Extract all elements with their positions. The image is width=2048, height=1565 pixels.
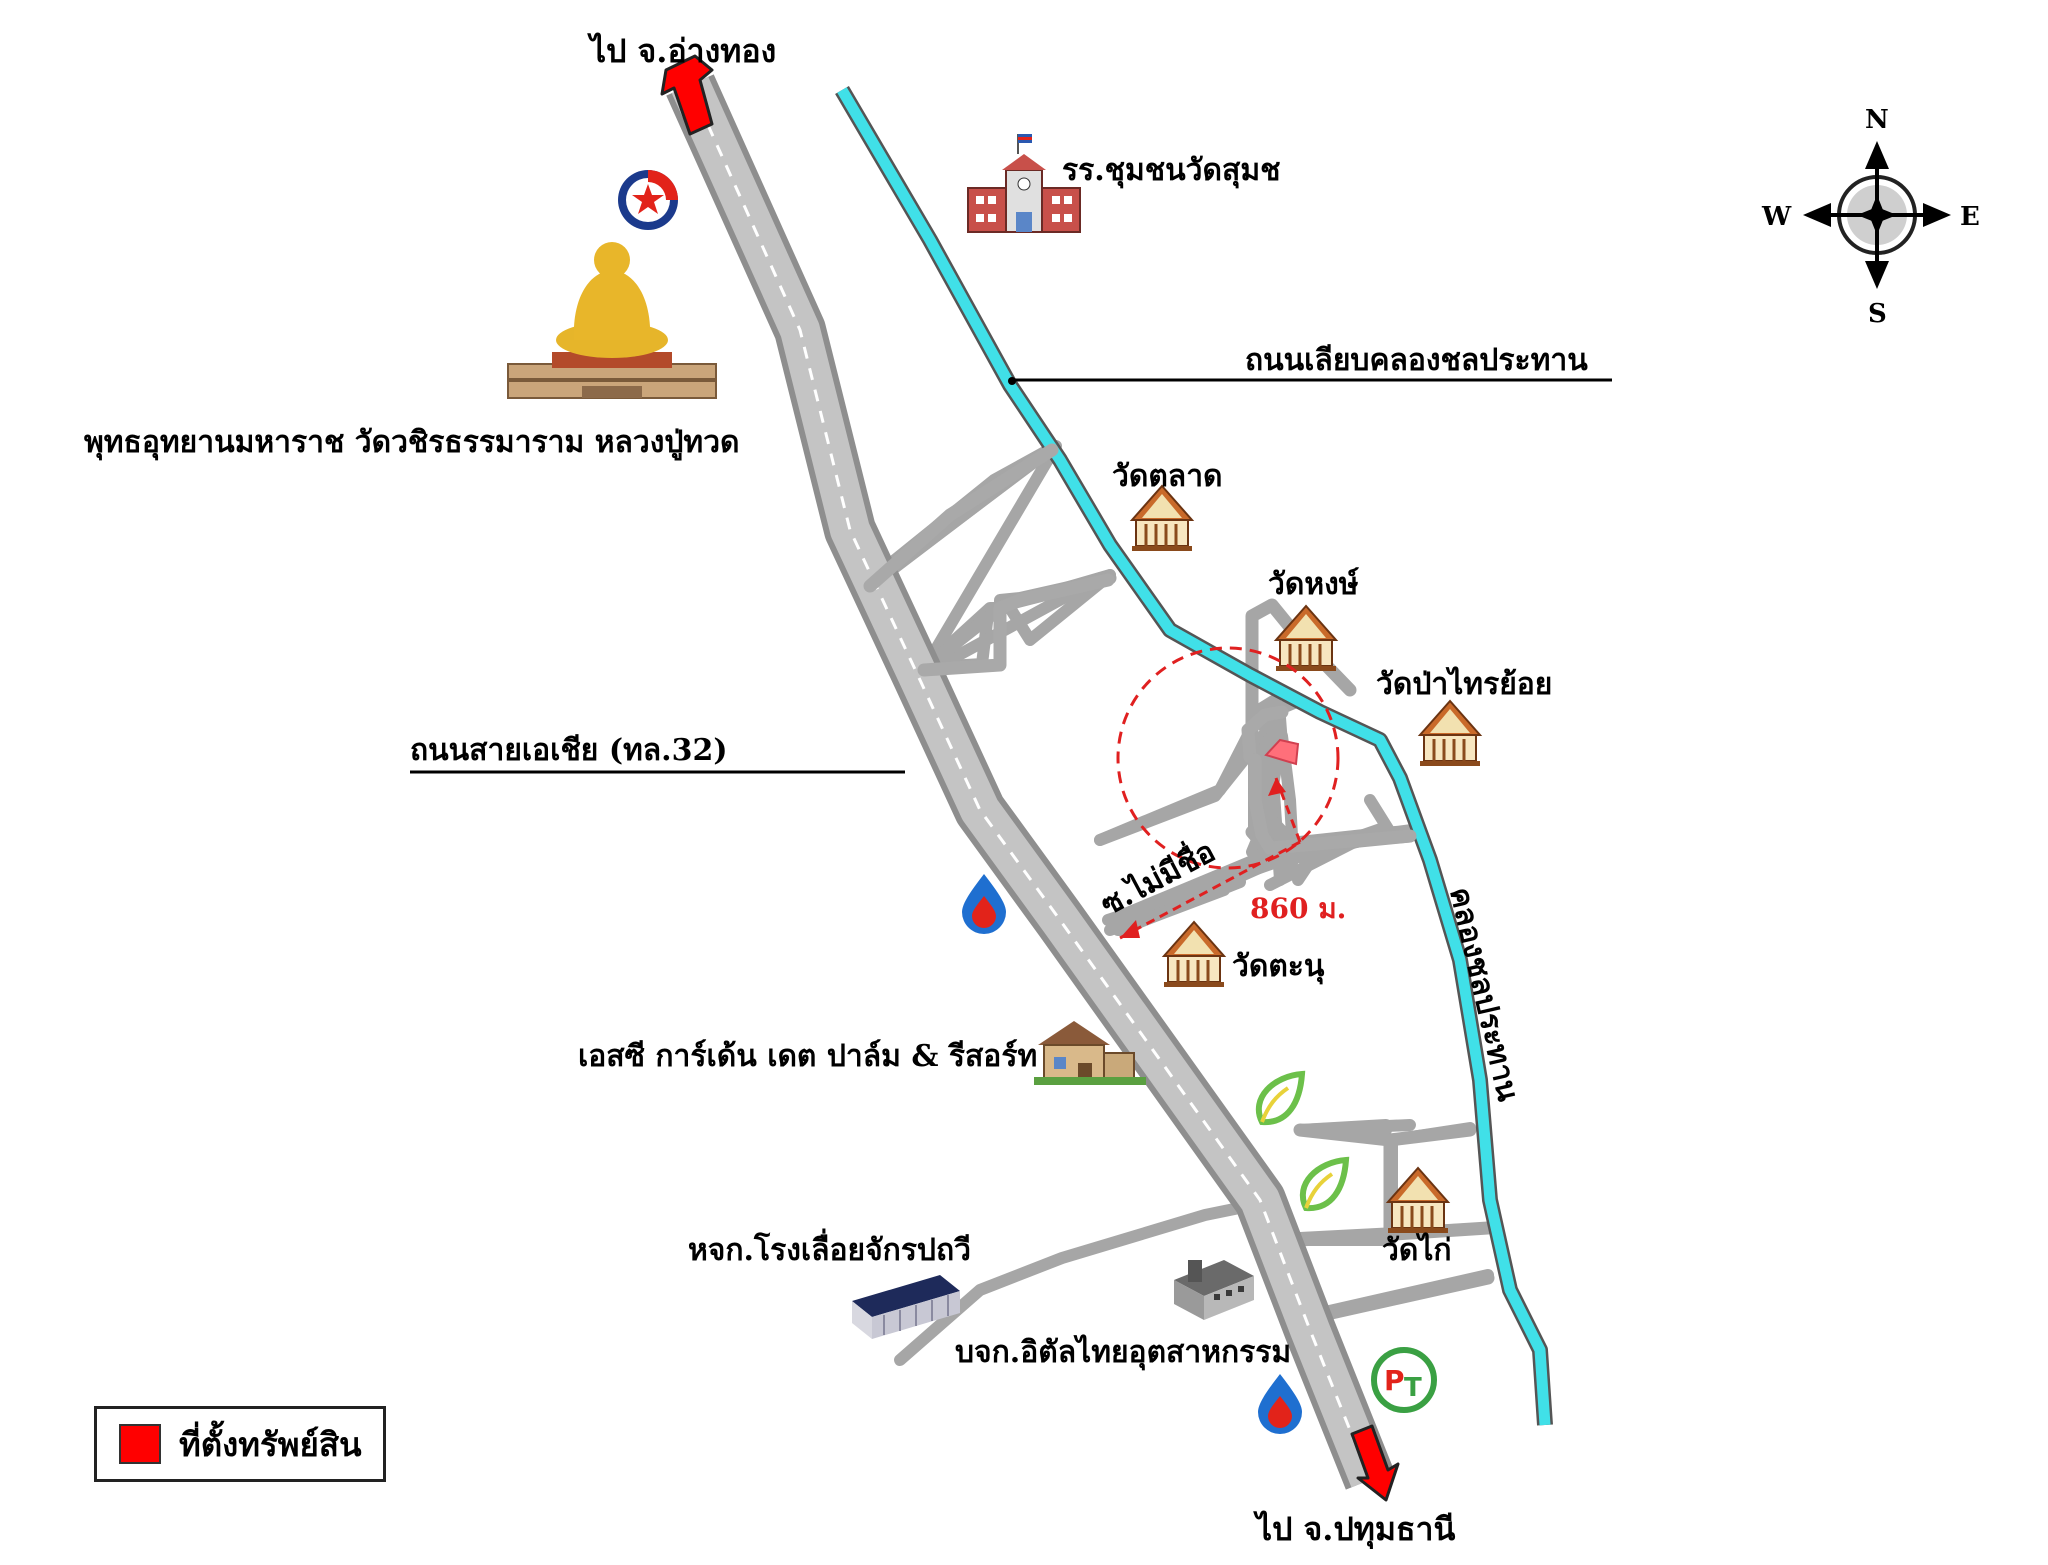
compass-east: E xyxy=(1960,202,1980,232)
compass-south: S xyxy=(1868,299,1887,329)
bangchak-leaf-icon xyxy=(1259,1074,1302,1122)
radius-circle xyxy=(1116,646,1340,870)
legend-property-label: ที่ตั้งทรัพย์สิน xyxy=(179,1424,362,1464)
to-angthong-label: ไป จ.อ่างทอง xyxy=(587,32,776,70)
legend: ที่ตั้งทรัพย์สิน xyxy=(94,1406,386,1482)
pt-logo-icon: P T xyxy=(1371,1347,1437,1413)
wat-tanu-label: วัดตะนุ xyxy=(1232,949,1325,985)
compass-rose-icon xyxy=(1803,141,1951,289)
north-direction-arrow-icon xyxy=(660,54,714,136)
school-building-icon xyxy=(967,134,1081,233)
svg-text:P: P xyxy=(1384,1364,1405,1397)
canal-road-label: ถนนเลียบคลองชลประทาน xyxy=(1245,343,1588,378)
wat-talat-label: วัดตลาด xyxy=(1112,459,1223,494)
irrigation-canal xyxy=(835,85,1553,1426)
buddha-park-label: พุทธอุทยานมหาราช วัดวชิรธรรมาราม หลวงปู่… xyxy=(84,425,740,461)
compass-west: W xyxy=(1761,202,1792,232)
highway-label: ถนนสายเอเชีย (ทล.32) xyxy=(410,733,728,768)
temple-icon xyxy=(1418,699,1482,768)
caltex-star-icon xyxy=(618,170,678,230)
to-pathumthani-label: ไป จ.ปทุมธานี xyxy=(1253,1510,1455,1550)
ptt-flame-icon xyxy=(962,874,1006,934)
buddha-statue-icon xyxy=(507,242,717,399)
bangchak-leaf-icon xyxy=(1303,1160,1346,1208)
asian-highway xyxy=(666,74,1395,1490)
temple-icon xyxy=(1162,920,1226,989)
wat-kai-label: วัดไก่ xyxy=(1382,1232,1452,1268)
school-label: รร.ชุมชนวัดสุมช xyxy=(1062,153,1280,189)
distance-arrow xyxy=(1119,777,1302,940)
resort-label: เอสซี การ์เด้น เดต ปาล์ม & รีสอร์ท xyxy=(578,1039,1037,1074)
distance-label: 860 ม. xyxy=(1250,892,1346,925)
wat-pa-sai-noi-label: วัดป่าไทรย้อย xyxy=(1376,666,1552,702)
legend-property-swatch xyxy=(119,1424,161,1464)
local-road-network xyxy=(863,443,1417,855)
warehouse-icon xyxy=(852,1275,960,1339)
compass-north: N xyxy=(1865,105,1889,135)
south-direction-arrow-icon xyxy=(1350,1424,1400,1502)
wat-hong-label: วัดหงษ์ xyxy=(1268,567,1359,602)
factory-label: บจก.อิตัลไทยอุตสาหกรรม xyxy=(955,1334,1291,1371)
canal-label: คลองชลประทาน xyxy=(1442,884,1525,1105)
svg-text:T: T xyxy=(1404,1373,1422,1403)
ptt-flame-icon xyxy=(1258,1374,1302,1434)
factory-icon xyxy=(1174,1260,1254,1320)
property-marker xyxy=(1264,738,1300,766)
sawmill-label: หจก.โรงเลื่อยจักรปถวี xyxy=(688,1228,971,1268)
temple-icon xyxy=(1130,484,1194,553)
house-icon xyxy=(1034,1021,1146,1085)
